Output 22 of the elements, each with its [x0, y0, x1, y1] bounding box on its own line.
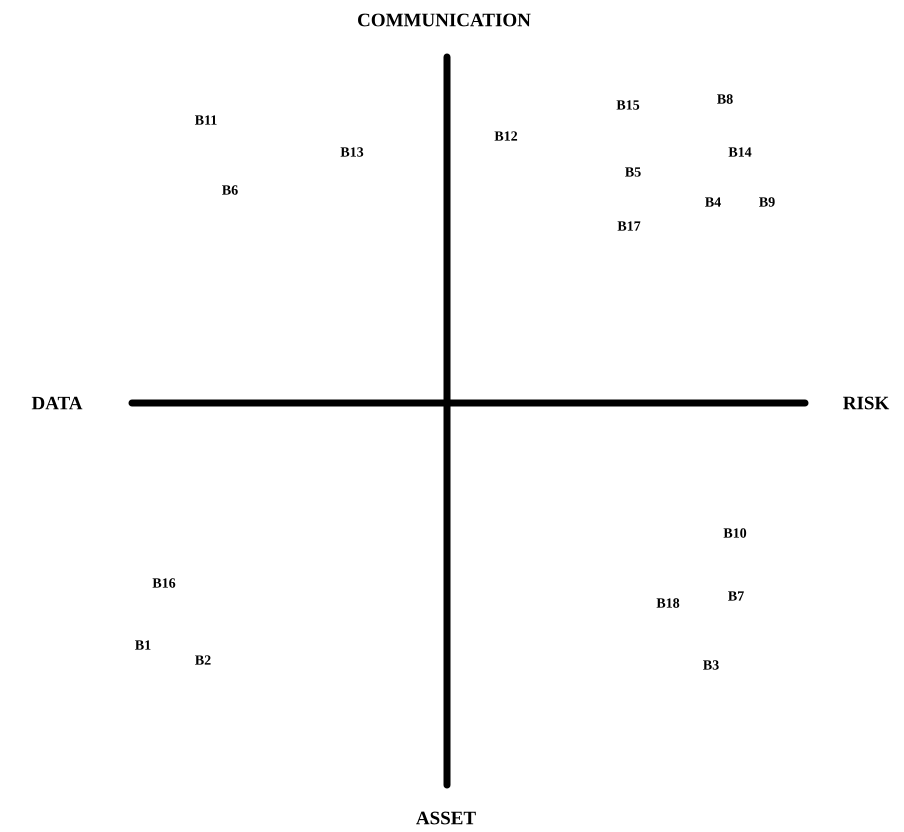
- point-label: B7: [728, 591, 744, 601]
- point-label: B4: [705, 197, 721, 207]
- axis-label: ASSET: [416, 812, 476, 824]
- point-label: B18: [656, 598, 680, 608]
- point-label: B13: [340, 147, 364, 157]
- point-label: B10: [724, 528, 746, 538]
- point-label: B12: [494, 131, 518, 141]
- point-label: B6: [222, 185, 238, 195]
- point-label: B17: [618, 221, 640, 231]
- point-label: B9: [759, 197, 775, 207]
- point-label: B14: [728, 147, 752, 157]
- point-label: B3: [703, 660, 719, 670]
- axis-label: RISK: [843, 396, 890, 410]
- point-label: B1: [135, 640, 150, 650]
- axis-label: DATA: [32, 396, 82, 410]
- point-label: B2: [195, 655, 211, 665]
- axis-label: COMMUNICATION: [358, 14, 531, 26]
- point-label: B8: [717, 94, 733, 104]
- point-label: B11: [194, 115, 217, 125]
- point-label: B5: [625, 167, 641, 177]
- point-label: B16: [152, 578, 176, 588]
- point-label: B15: [616, 100, 640, 110]
